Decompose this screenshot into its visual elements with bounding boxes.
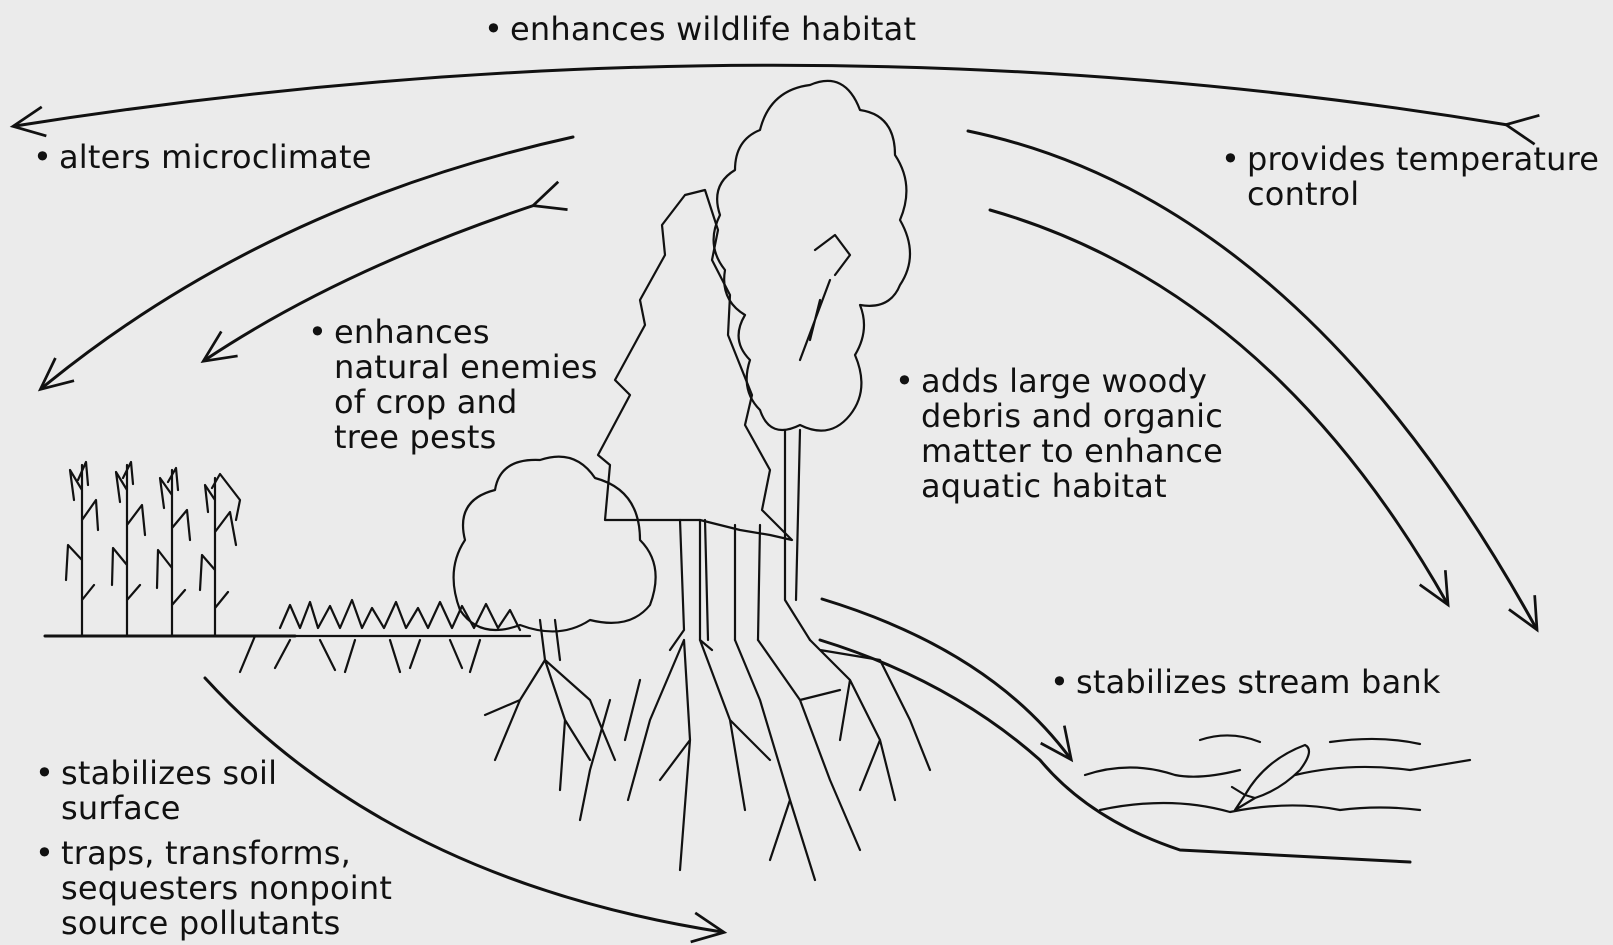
label-enhances-wildlife-habitat: •enhances wildlife habitat [484,12,916,47]
grass-strip [240,600,530,672]
bullet-icon: • [308,315,334,350]
bullet-icon: • [35,836,61,871]
bullet-icon: • [1221,142,1247,177]
deciduous-tree-canopy [714,81,910,431]
label-stabilizes-stream-bank: •stabilizes stream bank [1050,665,1441,700]
bullet-icon: • [895,364,921,399]
fish-icon [1232,745,1309,810]
root-system [485,640,930,880]
bullet-icon: • [1050,665,1076,700]
label-adds-large-woody-debris: •adds large woody debris and organic mat… [895,364,1223,504]
shrub-canopy [454,457,656,632]
arrow-stream-bank [822,599,1070,758]
label-enhances-natural-enemies: •enhances natural enemies of crop and tr… [308,315,598,455]
arrow-wildlife-habitat [15,65,1508,126]
bullet-icon: • [33,140,59,175]
label-traps-pollutants: •traps, transforms, sequesters nonpoint … [35,836,392,941]
label-stabilizes-soil-surface: •stabilizes soil surface [35,756,277,826]
label-alters-microclimate: •alters microclimate [33,140,372,175]
bullet-icon: • [484,12,510,47]
crop-plants [45,462,295,636]
stream-water [1085,735,1470,812]
bullet-icon: • [35,756,61,791]
label-provides-temperature-control: •provides temperature control [1221,142,1599,212]
conifer-tree [598,190,792,540]
